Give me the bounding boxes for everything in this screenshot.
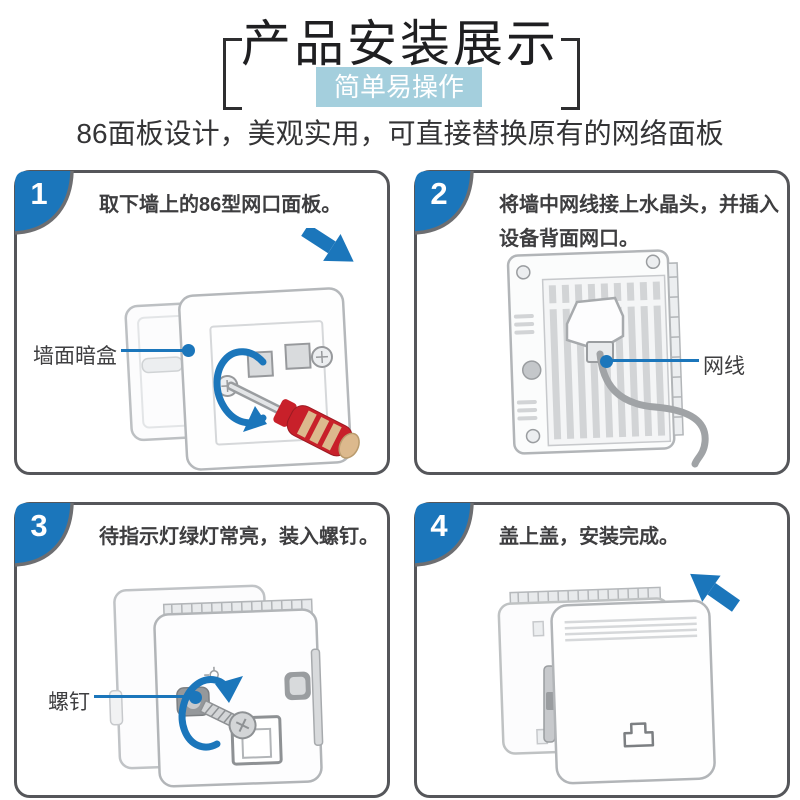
step-number: 2 [430,176,448,211]
description-text: 86面板设计，美观实用，可直接替换原有的网络面板 [76,118,724,149]
callout-label: 螺钉 [48,691,90,714]
screw [199,699,257,740]
badge-shape [15,171,74,235]
callout-dot [189,691,202,704]
step-number: 4 [430,508,448,543]
step-number: 1 [30,176,48,211]
badge-shape [15,503,74,567]
callout-label: 墙面暗盒 [33,345,117,368]
port-icon [623,722,655,748]
step-instruction: 取下墙上的86型网口面板。 [99,194,342,216]
callout-line [121,349,185,352]
callout-line [611,359,699,362]
badge-shape [415,503,474,567]
callout-line [94,695,188,698]
step-panel-3: 3 待指示灯绿灯常亮，装入螺钉。 [14,502,390,798]
page-title: 产品安装展示 [241,16,559,72]
wall-plate-removal-illustration [124,228,360,471]
removal-arrow-icon [301,228,354,262]
step-panel-4: 4 盖上盖，安装完成。 [414,502,790,798]
callout-label: 网线 [703,355,745,378]
step-panel-1: 1 取下墙上的86型网口面板。 [14,170,390,475]
callout-dot [182,344,195,357]
callout-dot [600,355,613,368]
network-cable [596,350,709,468]
screwdriver [226,381,360,459]
cover-install-illustration [497,573,741,785]
subtitle-badge: 简单易操作 [316,67,482,107]
step-number-badge: 2 [415,171,475,235]
step-number-badge: 3 [15,503,75,567]
install-arrow-icon [690,573,741,612]
step-number-badge: 1 [15,171,75,235]
step-panel-2: 2 将墙中网线接上水晶头，并插入设备背面网口。 [414,170,790,475]
screw-install-illustration [108,584,324,788]
rotate-arrow-icon [178,676,243,751]
step-instruction: 盖上盖，安装完成。 [499,526,679,548]
right-bracket-decoration [561,38,580,110]
left-bracket-decoration [223,38,242,110]
rotate-arrow-icon [213,348,267,432]
device-cover [550,599,716,785]
step-number-badge: 4 [415,503,475,567]
device-front [153,598,324,788]
step-number: 3 [30,508,48,543]
step-instruction: 将墙中网线接上水晶头，并插入设备背面网口。 [499,194,779,250]
badge-shape [415,171,474,235]
step-instruction: 待指示灯绿灯常亮，装入螺钉。 [99,526,379,548]
